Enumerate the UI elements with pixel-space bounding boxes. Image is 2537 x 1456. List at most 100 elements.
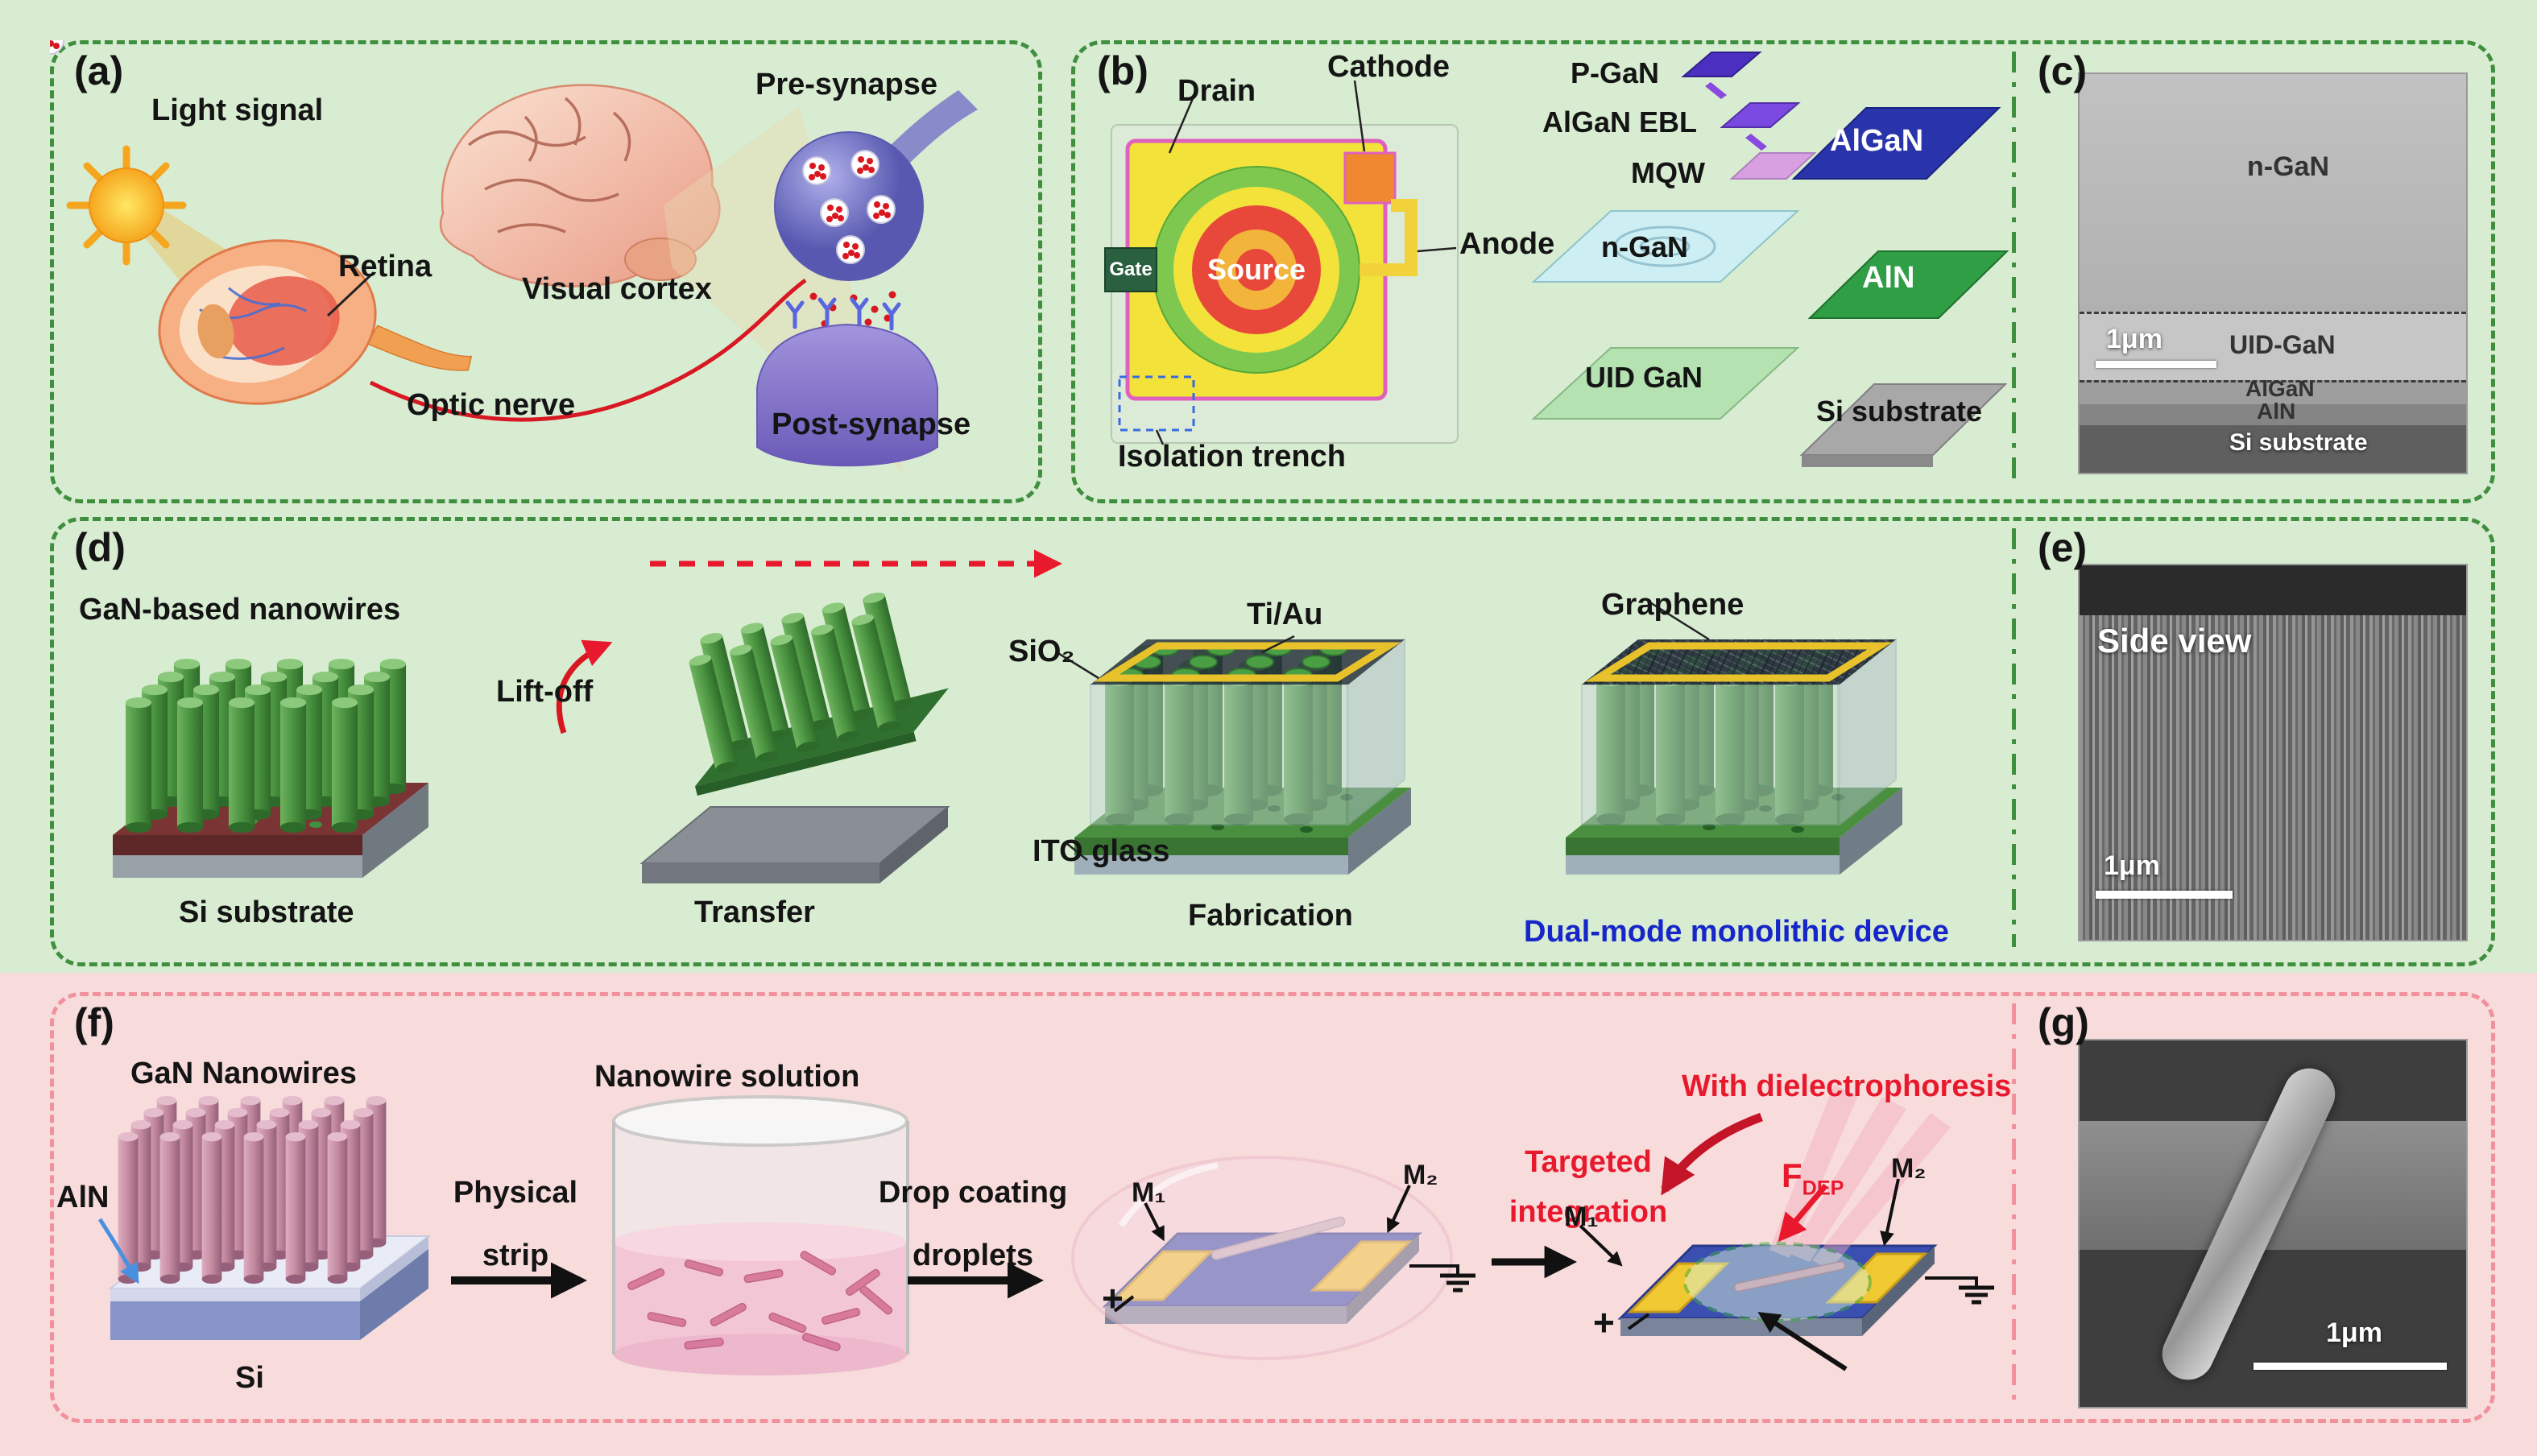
gan-nanowire-array-pink [97, 1095, 431, 1340]
ti-au-frame [1585, 642, 1893, 682]
scale-bar-c [2096, 361, 2216, 368]
label-source: Source [1206, 253, 1306, 286]
sem-label-side-view: Side view [2097, 622, 2252, 660]
label-m2-device-a: M₂ [1403, 1160, 1438, 1190]
label-mqw: MQW [1631, 156, 1705, 189]
sem-si-band [2080, 425, 2466, 473]
panel-c-tag: (c) [2038, 48, 2088, 93]
gate-pad [1104, 247, 1157, 292]
label-strip: strip [482, 1239, 549, 1272]
sem-label-si-substrate: Si substrate [2229, 429, 2368, 456]
sem-side-view-image [2078, 564, 2468, 941]
label-si-substrate-b: Si substrate [1816, 395, 1983, 428]
panel-de-box [50, 517, 2495, 966]
label-ito-glass: ITO glass [1033, 834, 1170, 868]
label-p-gan: P-GaN [1571, 56, 1660, 89]
sem-dashed-line [2080, 312, 2466, 314]
transfer-illustration [639, 590, 950, 883]
panel-e-tag: (e) [2038, 525, 2088, 570]
label-lift-off: Lift-off [496, 675, 594, 709]
label-plus-device-b: + [1593, 1301, 1615, 1343]
sem-label-algan: AlGaN [2245, 376, 2315, 401]
label-anode: Anode [1459, 227, 1555, 261]
label-visual-cortex: Visual cortex [522, 272, 712, 306]
sem-label-aln: AlN [2257, 399, 2296, 424]
stack-arrow-icon [1745, 134, 1767, 151]
ground-icon [1959, 1285, 1994, 1305]
label-fabrication: Fabrication [1188, 899, 1353, 933]
label-sio2: SiO₂ [1008, 635, 1075, 668]
sem-cross-section-image [2078, 72, 2468, 474]
retina-pointer-line [326, 274, 372, 317]
label-post-synapse: Post-synapse [772, 407, 971, 441]
label-transfer: Transfer [694, 896, 815, 929]
ground-icon [1440, 1273, 1475, 1293]
label-algan: AlGaN [1830, 124, 1924, 158]
panel-a-tag: (a) [74, 48, 124, 93]
lift-off-arrow [556, 639, 613, 734]
scale-bar-g [2254, 1363, 2447, 1370]
sem-label-uid-gan: UID-GaN [2229, 330, 2336, 359]
label-retina: Retina [338, 250, 432, 283]
label-aln-f: AlN [56, 1181, 110, 1214]
label-light-signal: Light signal [151, 93, 324, 127]
label-si-f: Si [235, 1361, 264, 1395]
label-m2-device-b: M₂ [1891, 1153, 1927, 1184]
label-dual-mode-device: Dual-mode monolithic device [1524, 915, 1949, 949]
label-integration: integration [1509, 1195, 1668, 1229]
label-fdep: FDEP [1782, 1156, 1844, 1200]
sem-aln-band [2080, 404, 2466, 425]
monolithic-device [1074, 637, 1411, 875]
device-plan-view [1104, 80, 1459, 445]
panel-f-tag: (f) [74, 1000, 114, 1045]
eye-illustration [158, 239, 473, 405]
scale-label-g: 1μm [2326, 1317, 2382, 1348]
label-with-dielectrophoresis: With dielectrophoresis [1682, 1069, 2012, 1103]
p-gan-chip [1681, 52, 1762, 77]
label-gate: Gate [1109, 259, 1153, 280]
callout-lines [1155, 80, 1457, 445]
scale-label-c: 1μm [2106, 324, 2162, 354]
aln-pointer-arrow [97, 1218, 139, 1284]
sem-nanowire-stripes [2080, 615, 2466, 940]
label-physical: Physical [453, 1176, 578, 1210]
separator-d-e [2012, 528, 2016, 947]
layer-stack [1531, 52, 2009, 467]
separator-f-g [2012, 1003, 2016, 1404]
fdep-subscript: DEP [1802, 1177, 1844, 1200]
nanowire-rods [627, 1251, 893, 1351]
label-algan-ebl: AlGaN EBL [1542, 105, 1698, 139]
label-gan-nanowires-f: GaN Nanowires [130, 1057, 357, 1090]
optic-pathway-line [369, 278, 807, 422]
separator-b-c [2012, 52, 2016, 484]
label-gan-based-nanowires: GaN-based nanowires [79, 593, 401, 627]
sem-dashed-line [2080, 380, 2466, 383]
graphene-mesh [1582, 639, 1896, 685]
fdep-symbol: F [1782, 1156, 1802, 1194]
panel-b-tag: (b) [1097, 48, 1148, 93]
label-drain: Drain [1177, 74, 1256, 108]
receptor-icons [785, 297, 901, 331]
label-m1-device-b: M₁ [1564, 1202, 1599, 1232]
aln-plate [1807, 250, 2009, 319]
label-pre-synapse: Pre-synapse [755, 68, 938, 101]
label-optic-nerve: Optic nerve [407, 388, 576, 422]
label-n-gan: n-GaN [1601, 230, 1688, 263]
label-plus-device-a: + [1102, 1277, 1124, 1319]
algan-ebl-chip [1720, 102, 1801, 128]
droplet-device [1071, 1156, 1475, 1360]
panel-a-illustration [50, 40, 978, 475]
brain-illustration [439, 84, 721, 287]
sem-single-nanowire-image [2078, 1039, 2468, 1408]
dep-curved-arrow [1661, 1112, 1763, 1196]
panel-a-box [50, 40, 1042, 503]
sun-icon [66, 145, 187, 266]
scale-label-e: 1μm [2104, 850, 2160, 881]
neurotransmitter-dots [809, 291, 896, 328]
mqw-chip [1729, 152, 1817, 180]
label-ti-au: Ti/Au [1247, 598, 1323, 631]
panel-b-illustration [1104, 52, 2009, 467]
panel-d-tag: (d) [74, 525, 126, 570]
sem-uid-gan-band [2080, 312, 2466, 380]
panel-g-tag: (g) [2038, 1000, 2089, 1045]
